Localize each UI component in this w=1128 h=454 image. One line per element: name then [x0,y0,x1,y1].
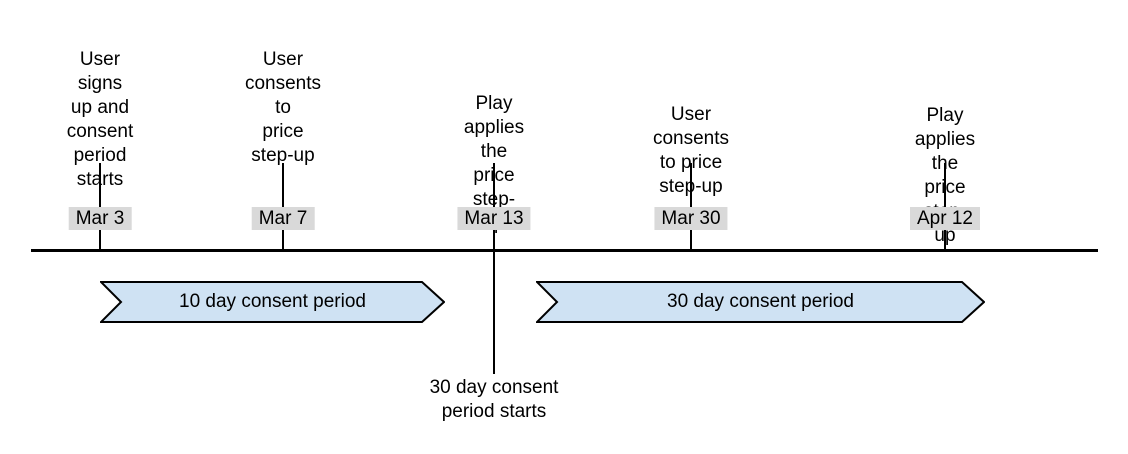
event-date-badge: Mar 3 [68,207,132,230]
period-arrow-shape [536,281,985,323]
period-banner-10-day: 10 day consent period [100,281,445,323]
callout-text: 30 day consent period starts [429,377,559,422]
event-date-badge: Mar 13 [457,207,531,230]
event-date-badge: Apr 12 [910,207,980,230]
event-label: User consents to price step-up [244,49,322,166]
timeline-line [31,249,1098,252]
period-arrow-shape [100,281,445,323]
callout-connector-line [493,250,495,374]
period-banner-label: 30 day consent period [667,291,854,312]
period-banner-label: 10 day consent period [179,291,366,312]
event-tick [99,163,101,250]
event-tick [690,163,692,250]
event-tick [493,163,495,250]
event-tick [282,163,284,250]
event-date-badge: Mar 7 [251,207,315,230]
event-tick [944,163,946,250]
event-date-badge: Mar 30 [654,207,728,230]
period-banner-30-day: 30 day consent period [536,281,985,323]
